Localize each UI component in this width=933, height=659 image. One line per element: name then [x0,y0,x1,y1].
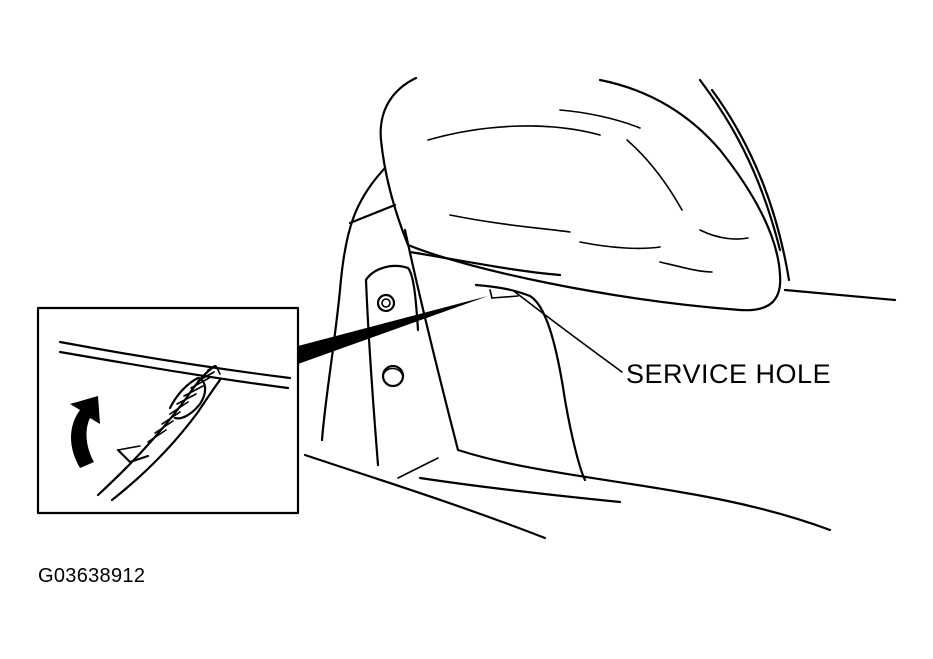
inset-detail-box [36,306,300,515]
figure-id-label: G03638912 [38,565,145,587]
curved-up-arrow-icon [70,396,100,468]
service-hole-leader-line [514,291,623,373]
service-hole-label: SERVICE HOLE [626,359,831,389]
seat-back-panel [303,166,832,540]
inset-pointer-wedge [298,296,488,364]
seat-headrest-illustration [379,76,897,312]
